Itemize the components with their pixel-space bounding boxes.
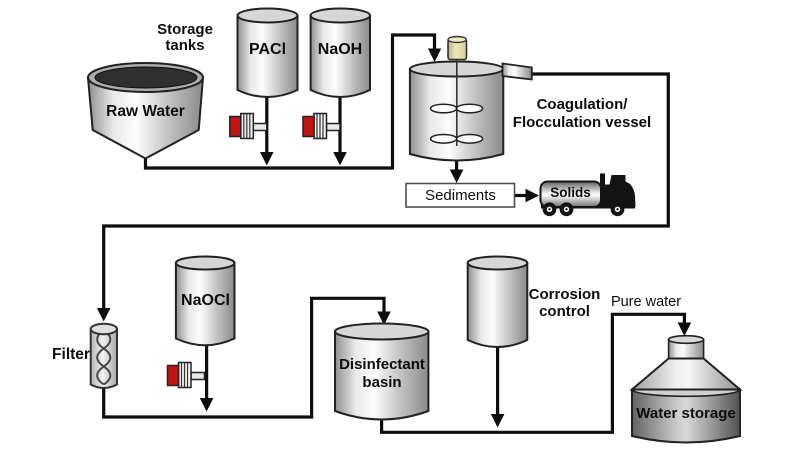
arrow-into-vessel bbox=[428, 48, 442, 62]
raw-water-label: Raw Water bbox=[106, 103, 185, 120]
arrow-naocl bbox=[199, 398, 214, 412]
storage-cone bbox=[629, 357, 743, 391]
coagulation-vessel-label: Coagulation/ Flocculation vessel bbox=[512, 96, 652, 131]
filter-mesh-icon bbox=[96, 329, 112, 385]
water-storage-label: Water storage bbox=[636, 405, 736, 422]
stirrer-impellers bbox=[429, 103, 484, 144]
solids-truck-icon bbox=[539, 173, 636, 217]
pipe-rawwater-to-vessel bbox=[143, 33, 437, 170]
corrosion-control-tank bbox=[466, 255, 529, 348]
arrow-naoh bbox=[333, 152, 347, 166]
filter-unit bbox=[89, 322, 118, 389]
pipe-vessel-to-filter bbox=[102, 72, 670, 309]
truck-wheels bbox=[542, 202, 625, 217]
filter-label: Filter bbox=[52, 346, 90, 363]
water-storage-tank bbox=[629, 334, 743, 444]
pacl-valve-icon bbox=[229, 112, 268, 140]
pacl-tank bbox=[236, 7, 299, 98]
raw-water-tank bbox=[86, 62, 205, 160]
storage-tanks-label: Storage tanks bbox=[157, 21, 213, 54]
arrow-into-filter bbox=[96, 308, 111, 322]
naocl-label: NaOCl bbox=[181, 292, 230, 309]
sediments-box bbox=[405, 182, 516, 208]
raw-water-surface bbox=[94, 66, 198, 89]
disinfectant-basin-label: Disinfectant basin bbox=[339, 356, 425, 391]
pure-water-label: Pure water bbox=[610, 294, 682, 310]
solids-label: Solids bbox=[550, 185, 591, 200]
corrosion-control-label: Corrosion control bbox=[528, 286, 601, 320]
naoh-valve-icon bbox=[302, 112, 341, 140]
flow-arrowheads bbox=[96, 48, 692, 428]
arrow-into-storage bbox=[677, 322, 692, 336]
pipe-filter-to-basin bbox=[102, 296, 386, 419]
pipe-lines bbox=[102, 33, 686, 434]
pacl-label: PACl bbox=[248, 41, 287, 58]
naoh-tank bbox=[309, 7, 371, 98]
naocl-tank bbox=[174, 255, 236, 347]
vessel-outlet-spout bbox=[501, 62, 533, 81]
disinfectant-basin-tank bbox=[334, 322, 430, 421]
sediments-label: Sediments bbox=[425, 187, 496, 204]
arrow-into-basin bbox=[377, 311, 391, 325]
arrow-pacl bbox=[260, 152, 274, 166]
arrow-corrosion bbox=[490, 414, 505, 428]
arrow-into-sediments bbox=[449, 169, 464, 183]
naoh-label: NaOH bbox=[317, 41, 363, 58]
arrow-into-truck bbox=[525, 188, 539, 203]
truck-cab bbox=[601, 175, 636, 207]
mixer-motor-icon bbox=[447, 35, 468, 61]
pipe-basin-to-storage bbox=[380, 312, 686, 434]
naocl-valve-icon bbox=[166, 361, 206, 389]
coagulation-flocculation-vessel bbox=[408, 35, 533, 162]
